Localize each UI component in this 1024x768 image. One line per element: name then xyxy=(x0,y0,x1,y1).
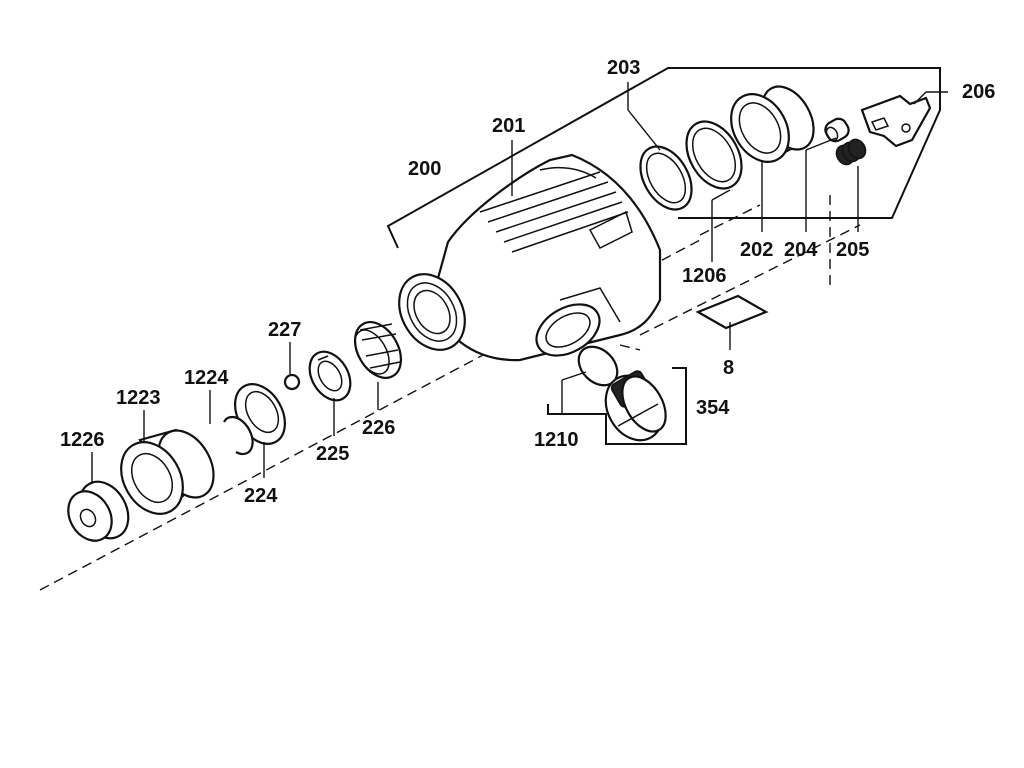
label-plate-8 xyxy=(695,294,769,330)
assembly-bracket-200 xyxy=(386,67,941,249)
leader-lines xyxy=(91,82,948,484)
label-225: 225 xyxy=(316,443,349,465)
assembly-axis-lines xyxy=(39,195,861,591)
label-1210: 1210 xyxy=(534,429,579,451)
sleeve-1223 xyxy=(120,428,215,515)
selector-knob-354 xyxy=(604,370,667,442)
label-206: 206 xyxy=(962,81,995,103)
label-1226: 1226 xyxy=(60,429,105,451)
ball-227 xyxy=(283,373,301,391)
sleeve-202 xyxy=(730,85,815,163)
locking-ring-226 xyxy=(353,321,403,379)
bracket-354 xyxy=(547,367,687,445)
switch-lever-206 xyxy=(860,94,932,148)
ring-203 xyxy=(639,145,693,211)
label-8: 8 xyxy=(723,357,734,379)
label-204: 204 xyxy=(784,239,818,261)
label-202: 202 xyxy=(740,239,773,261)
label-201: 201 xyxy=(492,115,525,137)
label-224: 224 xyxy=(244,485,278,507)
label-1223: 1223 xyxy=(116,387,161,409)
label-200: 200 xyxy=(408,158,441,180)
label-205: 205 xyxy=(836,239,869,261)
bushing-204 xyxy=(824,117,850,143)
housing-201 xyxy=(398,153,662,362)
spring-washer-225 xyxy=(308,350,352,402)
dust-cap-1226 xyxy=(67,480,130,542)
ring-1206 xyxy=(685,120,743,190)
label-203: 203 xyxy=(607,57,640,79)
label-1206: 1206 xyxy=(682,265,727,287)
retaining-ring-1224 xyxy=(223,415,254,456)
label-227: 227 xyxy=(268,319,301,341)
label-226: 226 xyxy=(362,417,395,439)
spring-205 xyxy=(835,138,867,166)
label-354: 354 xyxy=(696,397,730,419)
label-1224: 1224 xyxy=(184,367,229,389)
